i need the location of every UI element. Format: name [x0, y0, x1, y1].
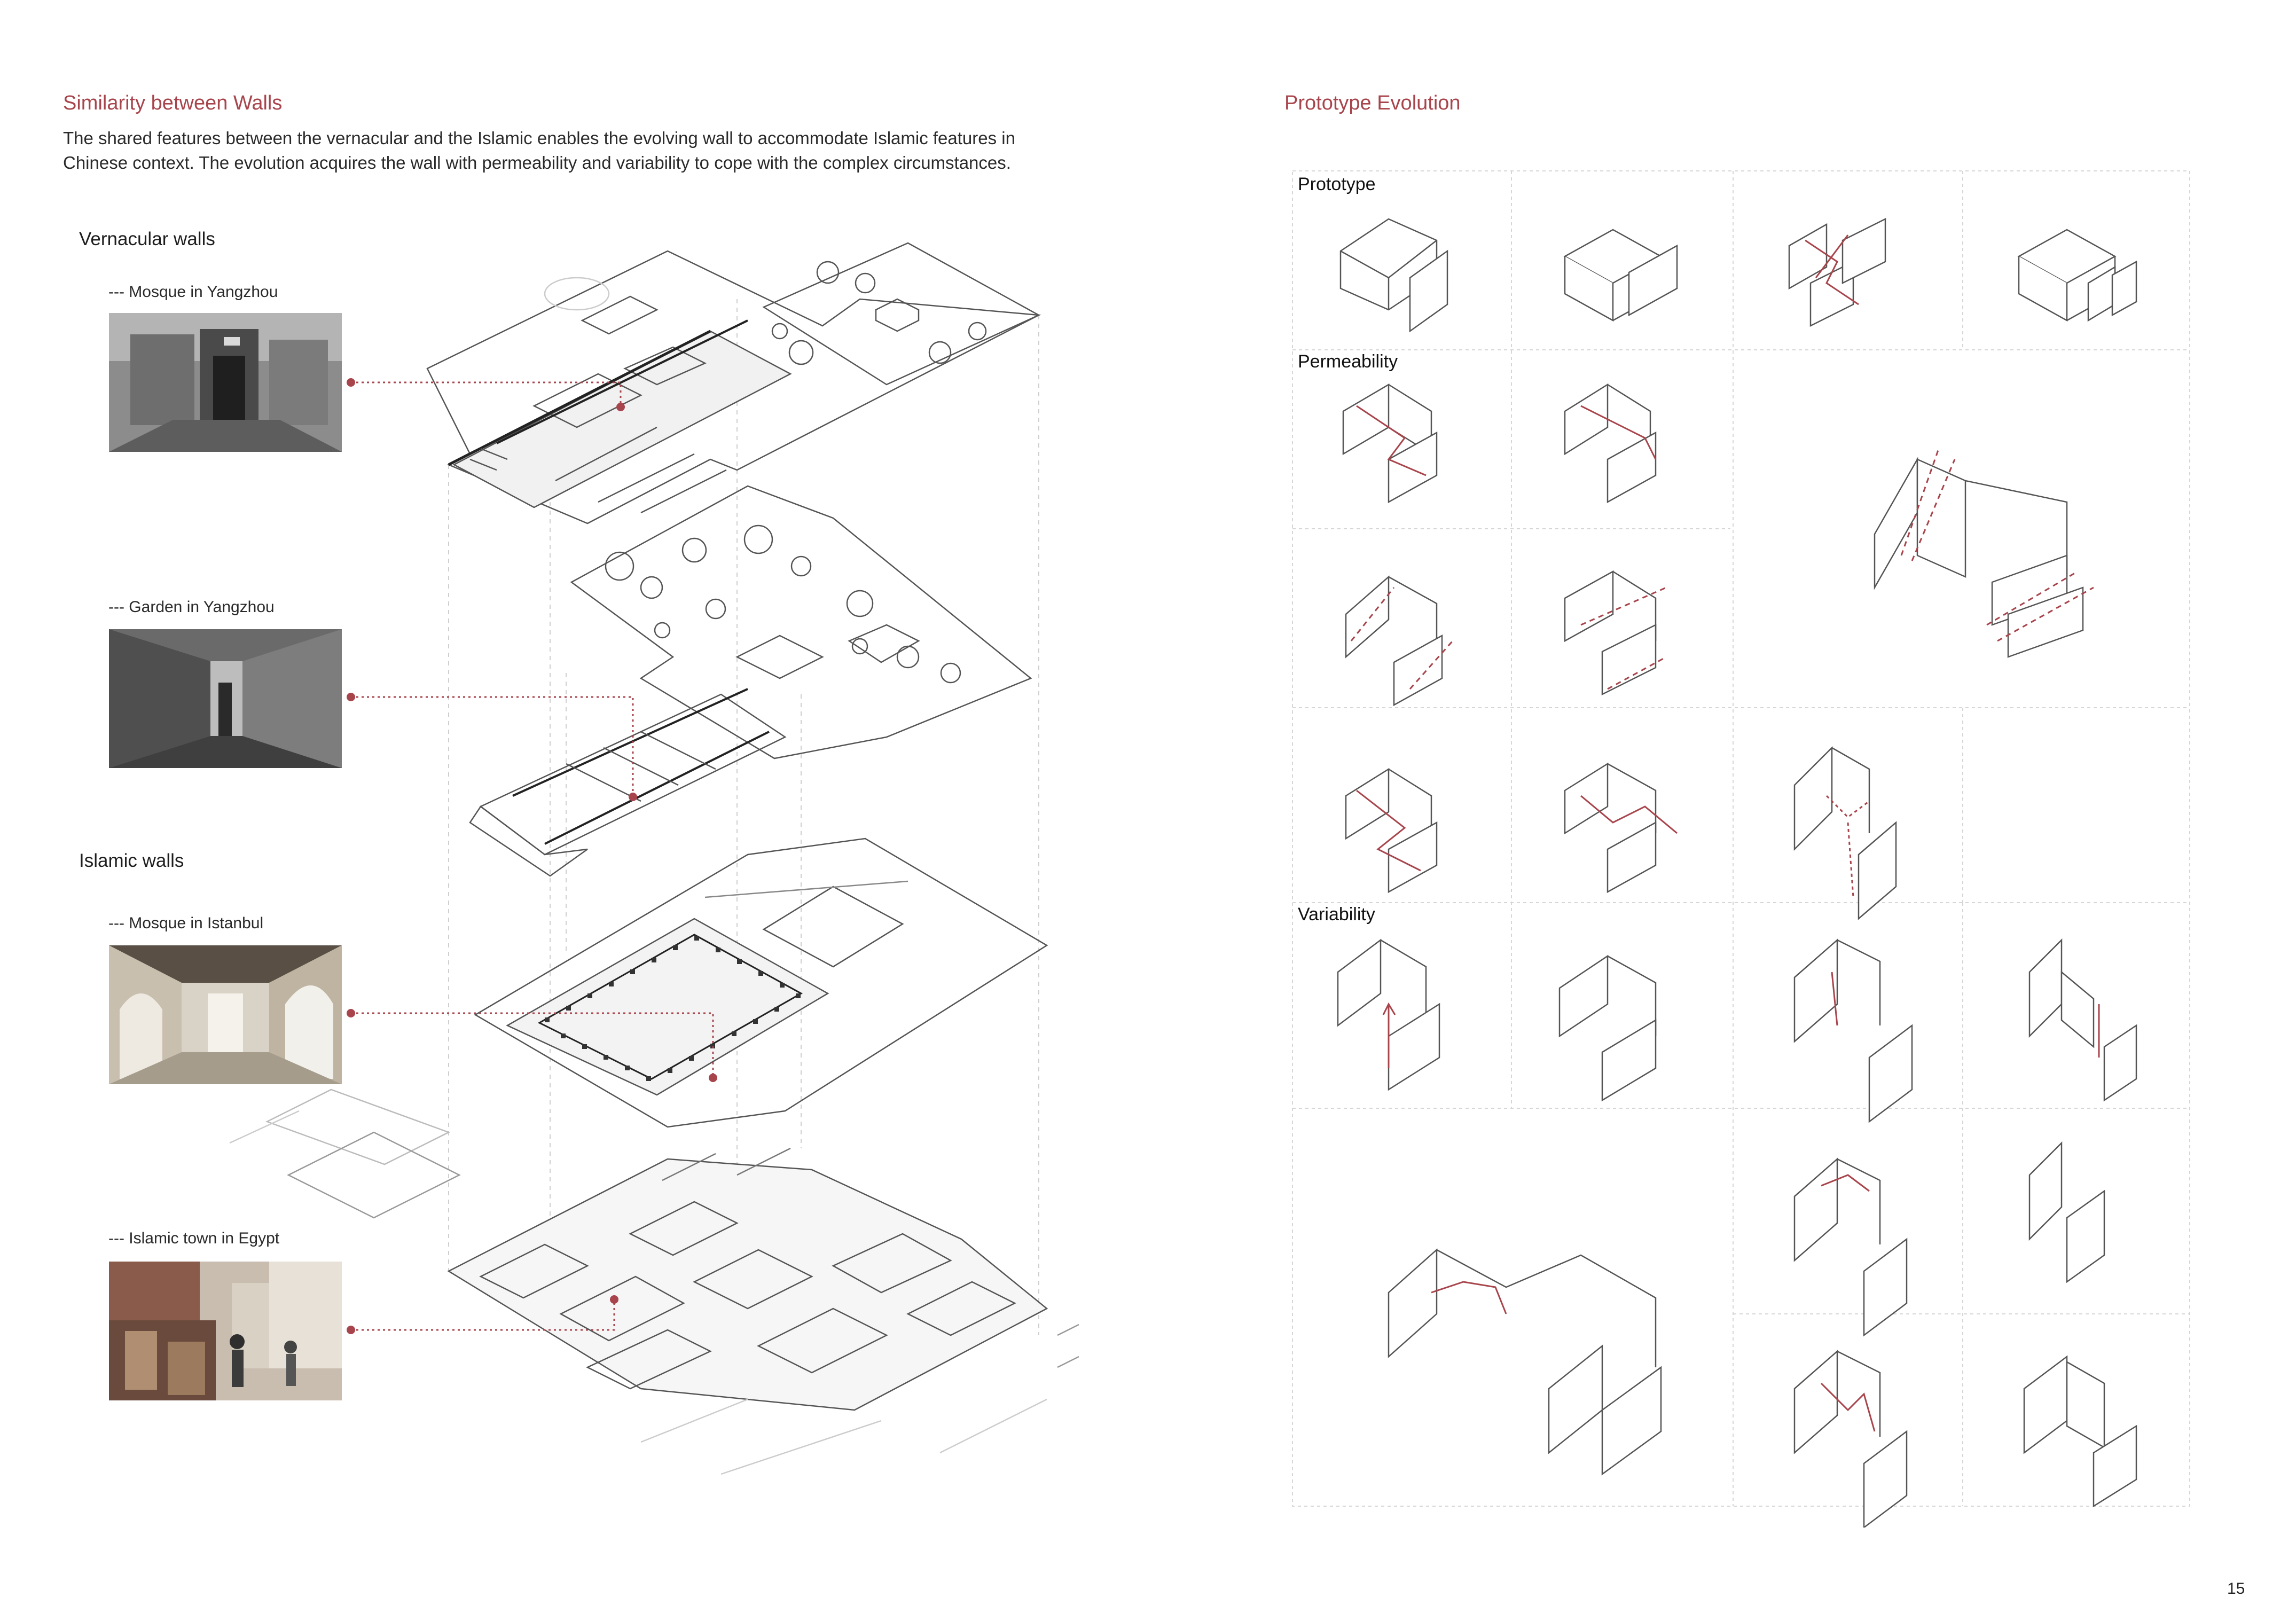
row-label-variability: Variability: [1298, 904, 1375, 925]
plan-layer-town-egypt: [449, 1148, 1079, 1474]
exploded-plan-diagram: [0, 0, 1100, 1549]
variability-row-drawings: [1338, 940, 2136, 1528]
section-title-prototype-evolution: Prototype Evolution: [1284, 92, 1461, 115]
permeability-row-drawings: [1343, 385, 2083, 705]
page-number: 15: [2227, 1580, 2245, 1598]
plan-layer-mosque-istanbul: [230, 839, 1047, 1218]
plan-layer-mosque-yangzhou: [427, 243, 1039, 523]
row-label-permeability: Permeability: [1298, 351, 1398, 372]
permeability-row-3-drawings: [1346, 748, 1896, 919]
row-label-prototype: Prototype: [1298, 174, 1376, 195]
plan-layer-garden-yangzhou: [470, 486, 1031, 876]
prototype-evolution-grid: [1282, 160, 2200, 1528]
prototype-row-drawings: [1341, 219, 2136, 331]
